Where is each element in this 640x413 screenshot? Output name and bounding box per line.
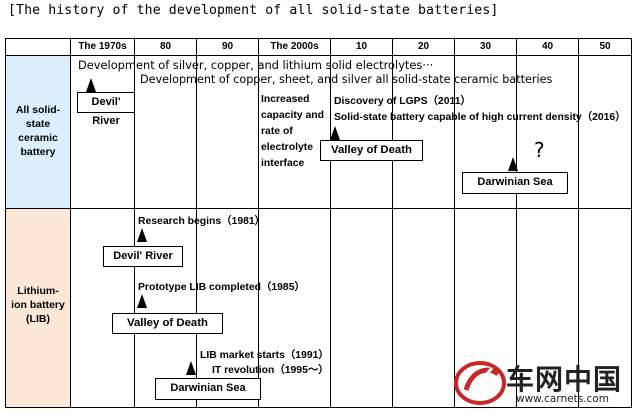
column-90: 90 (221, 41, 234, 52)
lib-row-label: Lithium-ion battery (LIB) (11, 285, 65, 325)
lib-market-starts-text: LIB market starts（1991） (200, 350, 329, 361)
column-40: 40 (541, 41, 554, 52)
column-10: 10 (355, 41, 368, 52)
lib-valley-of-death-box: Valley of Death (112, 313, 223, 334)
column-80: 80 (159, 41, 172, 52)
lib-devil-river-box: Devil' River (103, 246, 183, 267)
lib-valley-marker (137, 294, 147, 308)
dev-silver-copper-lithium-text: Development of silver, copper, and lithi… (78, 58, 434, 72)
research-begins-text: Research begins（1981） (138, 216, 266, 227)
ceramic-devil-river-marker (86, 78, 96, 92)
ceramic-row-label: All solid-state ceramic battery (15, 104, 61, 158)
ceramic-devil-river-box: Devil' River (77, 92, 135, 127)
lib-darwinian-sea-box: Darwinian Sea (155, 378, 261, 400)
carnets-logo-icon (454, 361, 506, 405)
ceramic-darwinian-sea-box: Darwinian Sea (462, 172, 568, 194)
lib-row-bg (5, 209, 70, 407)
increased-capacity-text: Increased capacity and rate of electroly… (261, 94, 324, 169)
prototype-lib-text: Prototype LIB completed（1985） (138, 282, 305, 293)
column-2000s: The 2000s (270, 41, 319, 52)
watermark-cn-text: 车网中国 (506, 363, 623, 396)
high-current-density-text: Solid-state battery capable of high curr… (334, 112, 626, 123)
column-20: 20 (417, 41, 430, 52)
lib-devil-river-marker (137, 228, 147, 242)
question-mark: ? (534, 138, 545, 162)
watermark-url-text: www.carnets.com (516, 393, 609, 405)
ceramic-row-bg (5, 56, 70, 208)
it-revolution-text: IT revolution（1995～） (212, 365, 329, 376)
column-30: 30 (479, 41, 492, 52)
lib-darwinian-marker (186, 361, 196, 375)
lgps-discovery-text: Discovery of LGPS（2011） (334, 96, 471, 107)
column-1970s: The 1970s (78, 41, 127, 52)
ceramic-darwinian-marker (508, 157, 518, 171)
page-title: [The history of the development of all s… (8, 3, 499, 18)
ceramic-valley-marker (330, 126, 340, 140)
ceramic-valley-of-death-box: Valley of Death (320, 140, 423, 161)
column-50: 50 (599, 41, 611, 52)
dev-ceramic-batteries-text: Development of copper, sheet, and silver… (140, 73, 553, 86)
